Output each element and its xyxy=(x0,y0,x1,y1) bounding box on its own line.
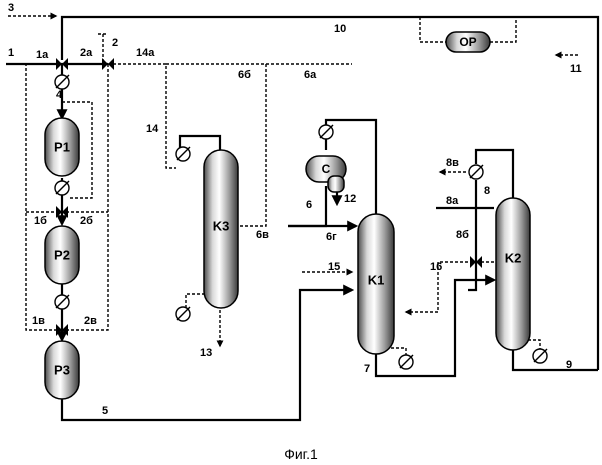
stream-label-1a: 1а xyxy=(36,50,48,61)
vessel-label-k1: K1 xyxy=(368,274,385,287)
line-1b-loop xyxy=(26,64,62,330)
figure-caption: Фиг.1 xyxy=(0,446,602,462)
stream-label-5: 5 xyxy=(102,406,108,417)
stream-label-2v: 2в xyxy=(84,316,97,327)
stream-label-2: 2 xyxy=(112,38,118,49)
stream-label-1b: 1б xyxy=(34,216,47,227)
stream-label-8: 8 xyxy=(484,186,490,197)
stream-label-14: 14 xyxy=(146,124,158,135)
vessels xyxy=(45,32,530,399)
dashed-process-lines xyxy=(8,16,578,356)
stream-label-8b: 8б xyxy=(456,230,469,241)
vessel-label-k2: K2 xyxy=(505,252,522,265)
stream-label-11: 11 xyxy=(570,64,582,75)
stream-label-13: 13 xyxy=(200,348,212,359)
stream-label-7: 7 xyxy=(364,364,370,375)
stream-label-2a: 2а xyxy=(80,48,92,59)
heat-exchanger-r2-icon xyxy=(55,295,69,309)
heat-exchanger-k3-bottom-icon xyxy=(176,307,190,321)
line-8b xyxy=(468,180,476,290)
vessel-label-p1: P1 xyxy=(54,141,70,154)
line-14a xyxy=(108,64,176,168)
stream-label-4: 4 xyxy=(56,90,62,101)
line-2a-branch xyxy=(68,64,108,330)
stream-label-16-k2: 16 xyxy=(430,262,442,273)
vessel-label-p2: P2 xyxy=(54,249,70,262)
heat-exchanger-k1-bottom-icon xyxy=(399,355,413,369)
stream-label-1v: 1в xyxy=(32,316,45,327)
heat-exchanger-k2-top-icon xyxy=(469,165,483,179)
heat-exchanger-k3-top-icon xyxy=(176,147,190,161)
vessel-label-k3: K3 xyxy=(213,220,230,233)
valves xyxy=(56,58,482,336)
stream-label-6: 6 xyxy=(306,200,312,211)
line-or-loop xyxy=(420,17,446,42)
stream-label-10: 10 xyxy=(334,24,346,35)
heat-exchanger-4-icon xyxy=(55,75,69,89)
stream-label-6b: 6б xyxy=(238,70,251,81)
heat-exchanger-k2-bottom-icon xyxy=(533,349,547,363)
stream-label-9: 9 xyxy=(566,360,572,371)
stream-label-15: 15 xyxy=(328,262,340,273)
heat-exchanger-condenser-icon xyxy=(319,125,333,139)
stream-label-12: 12 xyxy=(344,194,356,205)
stream-label-8v: 8в xyxy=(446,158,459,169)
stream-label-6a: 6а xyxy=(304,70,316,81)
stream-label-3: 3 xyxy=(8,3,14,14)
stream-label-1: 1 xyxy=(8,48,14,59)
line-9 xyxy=(513,350,598,370)
vessel-label-or: OP xyxy=(459,36,476,48)
stream-label-6v: 6в xyxy=(256,230,269,241)
vessel-label-p3: P3 xyxy=(54,364,70,377)
stream-label-2b: 2б xyxy=(80,216,93,227)
stream-label-6g: 6г xyxy=(326,232,337,243)
valve-2a-icon xyxy=(102,58,114,70)
stream-label-8a: 8а xyxy=(446,196,458,207)
column-k2 xyxy=(496,198,530,350)
stream-label-14a: 14а xyxy=(136,48,154,59)
heat-exchanger-r1-icon xyxy=(55,181,69,195)
vessel-label-separator: C xyxy=(322,163,331,175)
